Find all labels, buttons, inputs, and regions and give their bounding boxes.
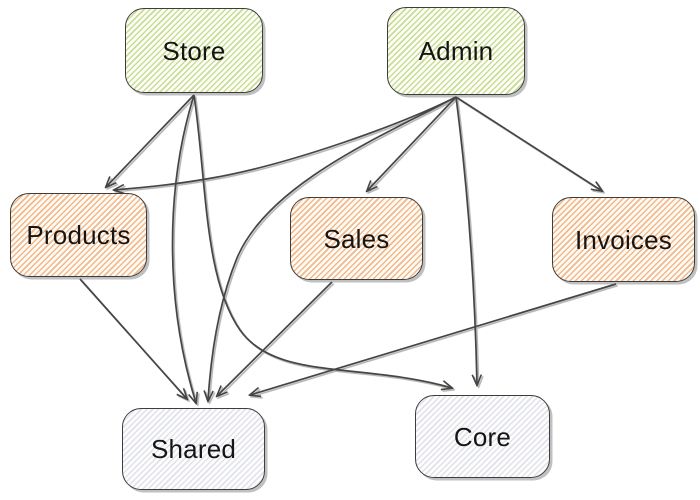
node-core[interactable]: Core xyxy=(415,395,550,478)
edge-admin-shared xyxy=(208,96,457,401)
node-invoices[interactable]: Invoices xyxy=(552,197,695,282)
node-products[interactable]: Products xyxy=(10,193,147,277)
edge-store-shared xyxy=(171,94,197,403)
node-label: Products xyxy=(26,220,131,250)
node-sales[interactable]: Sales xyxy=(290,197,423,280)
node-label: Admin xyxy=(418,36,494,66)
node-label: Invoices xyxy=(575,224,672,255)
node-shared[interactable]: Shared xyxy=(122,408,265,490)
edge-admin-core xyxy=(455,96,477,385)
edge-products-shared xyxy=(79,278,187,399)
node-label: Store xyxy=(162,35,226,66)
edge-store-products xyxy=(106,94,195,187)
node-admin[interactable]: Admin xyxy=(387,7,525,95)
node-label: Sales xyxy=(323,223,390,254)
node-label: Core xyxy=(453,421,512,452)
node-store[interactable]: Store xyxy=(125,8,263,93)
edge-invoices-shared xyxy=(250,283,617,395)
edge-admin-products xyxy=(114,96,457,190)
edge-sales-shared xyxy=(217,281,333,396)
edge-admin-invoices xyxy=(455,96,602,191)
node-label: Shared xyxy=(150,434,237,464)
edge-admin-sales xyxy=(367,96,457,191)
